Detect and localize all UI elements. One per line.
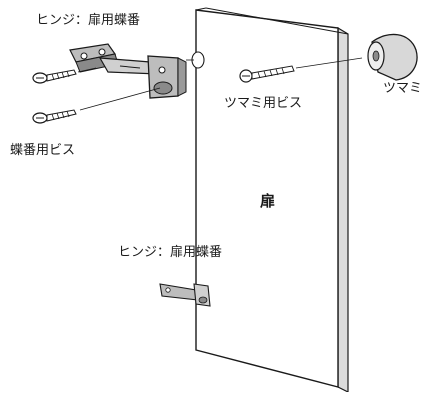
hinge-icon — [159, 283, 211, 307]
hinge-icon — [69, 43, 187, 99]
door-panel — [195, 7, 349, 393]
door-top-edge — [195, 7, 207, 11]
guide-line — [295, 57, 363, 69]
knob-icon — [367, 33, 418, 81]
label-knob: ツマミ — [383, 81, 423, 96]
screw-icon — [32, 109, 77, 124]
door-edge — [337, 26, 349, 393]
label-door: 扉 — [260, 192, 276, 210]
screw-icon — [32, 69, 77, 84]
guide-line — [77, 67, 97, 73]
door-face — [195, 9, 339, 388]
label-hinge-screw: 蝶番用ビス — [10, 143, 76, 158]
screw-icon — [239, 65, 295, 83]
guide-line — [79, 87, 161, 111]
label-hinge-top: ヒンジ：扉用蝶番 — [36, 13, 141, 28]
label-hinge-bottom: ヒンジ：扉用蝶番 — [118, 245, 223, 260]
label-knob-screw: ツマミ用ビス — [224, 96, 303, 111]
door-top-edge-back — [205, 7, 349, 35]
